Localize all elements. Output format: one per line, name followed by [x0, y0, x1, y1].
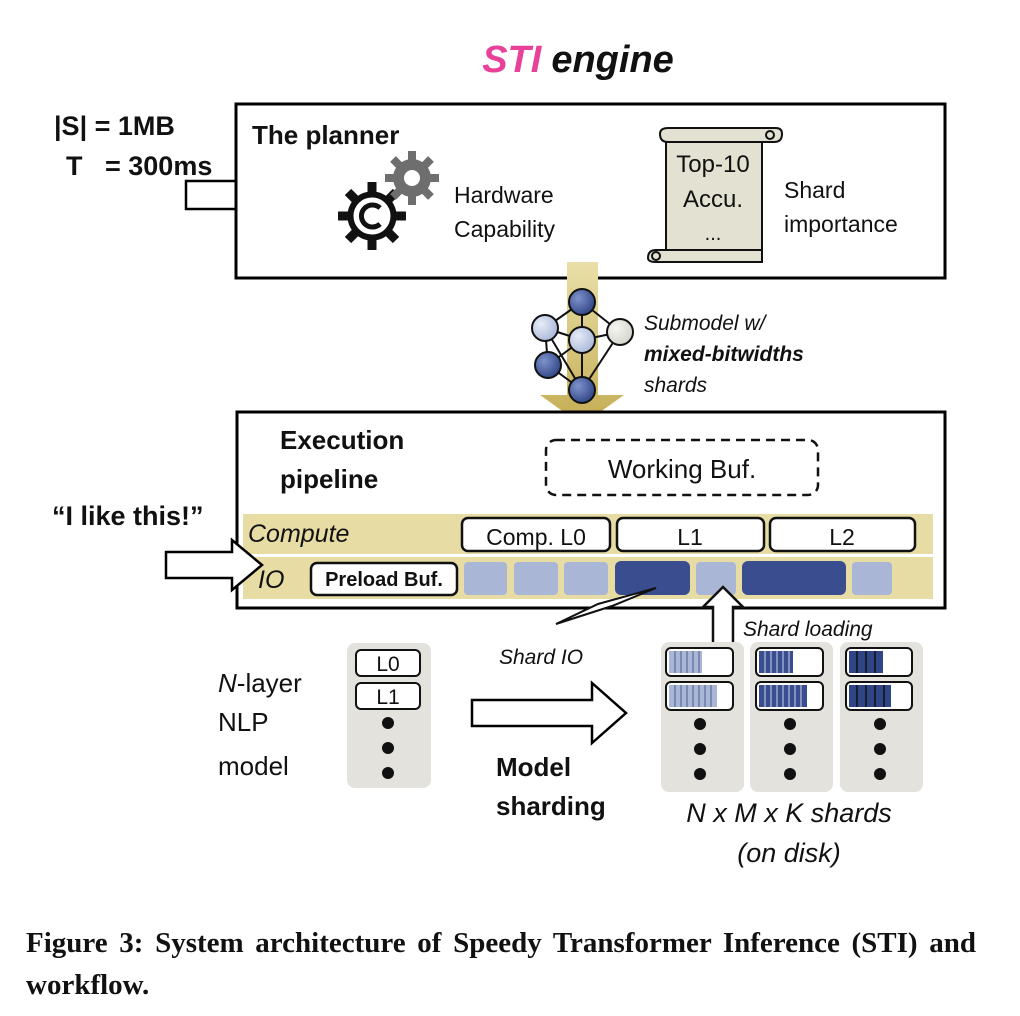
model-layer-l0-label: L0 [376, 653, 399, 676]
shard-loading-label: Shard loading [743, 618, 873, 641]
shards-label-line2: (on disk) [737, 838, 841, 868]
shard-panel-medium [750, 642, 833, 792]
working-buffer-label: Working Buf. [608, 454, 756, 484]
model-label-line3: model [218, 751, 289, 781]
gear-outline-icon [338, 182, 406, 250]
compute-block-l0 [460, 516, 612, 553]
pipeline-title-line2: pipeline [280, 464, 378, 494]
model-label-line1: N-layer [218, 668, 302, 698]
hardware-label-line2: Capability [454, 216, 555, 242]
shards-label-line1: N x M x K shards [686, 798, 892, 828]
compute-block-l0-label: Comp. L0 [486, 524, 586, 550]
input-arrow-pipeline [164, 537, 264, 593]
network-icon [531, 288, 634, 404]
model-layers-panel [347, 643, 431, 788]
title-rest: engine [551, 39, 673, 81]
gears-icon [338, 151, 439, 250]
io-shard-3 [564, 562, 608, 595]
model-sharding-arrow [470, 680, 628, 746]
model-label-n: N [218, 668, 237, 698]
gear-filled-icon [385, 151, 439, 205]
compute-block-l1-label: L1 [677, 524, 703, 550]
scroll-line1: Top-10 [676, 151, 749, 178]
submodel-line1: Submodel w/ [644, 312, 768, 335]
sharding-label-line2: sharding [496, 791, 606, 821]
model-layer-l1 [355, 682, 421, 710]
io-shard-1 [464, 562, 507, 595]
submodel-line2: mixed-bitwidths [644, 343, 804, 366]
model-layer-l0 [355, 649, 421, 677]
planner-box [234, 102, 947, 280]
scroll-line3: ... [705, 223, 722, 245]
compute-block-l1 [615, 516, 766, 553]
model-label-line2: NLP [218, 707, 269, 737]
figure-caption: Figure 3: System architecture of Speedy … [26, 927, 976, 1001]
shard-panel-dark [840, 642, 923, 792]
io-shard-7 [852, 562, 892, 595]
shard-io-callout [555, 587, 657, 625]
size-constraint: |S| = 1MB [54, 111, 175, 141]
preload-buffer-label: Preload Buf. [325, 569, 443, 591]
shard-io-label: Shard IO [499, 646, 583, 669]
importance-label-line1: Shard [784, 177, 845, 203]
io-shard-5 [696, 562, 736, 595]
sharding-label-line1: Model [496, 752, 571, 782]
submodel-line3: shards [644, 374, 708, 397]
model-layers-ellipsis [382, 717, 394, 779]
compute-block-l2 [768, 516, 917, 553]
scroll-icon [646, 127, 784, 263]
preload-buffer-box [309, 561, 459, 597]
io-shard-4 [615, 561, 690, 595]
io-shard-6 [742, 561, 846, 595]
scroll-line2: Accu. [683, 186, 743, 213]
input-sentence: “I like this!” [52, 501, 204, 531]
time-constraint: T = 300ms [66, 151, 212, 181]
io-shard-2 [514, 562, 558, 595]
importance-label-line2: importance [784, 211, 898, 237]
shard-loading-arrow [699, 585, 747, 648]
model-layer-l1-label: L1 [376, 686, 399, 709]
planner-title: The planner [252, 120, 399, 150]
working-buffer-box [544, 438, 820, 497]
pipeline-title-line1: Execution [280, 425, 404, 455]
compute-block-l2-label: L2 [829, 524, 855, 550]
shard-panel-light [661, 642, 744, 792]
hardware-label-line1: Hardware [454, 182, 554, 208]
io-label: IO [258, 566, 284, 594]
title-accent: STI [482, 39, 543, 81]
model-label-layer: -layer [237, 668, 302, 698]
compute-label: Compute [248, 520, 349, 548]
